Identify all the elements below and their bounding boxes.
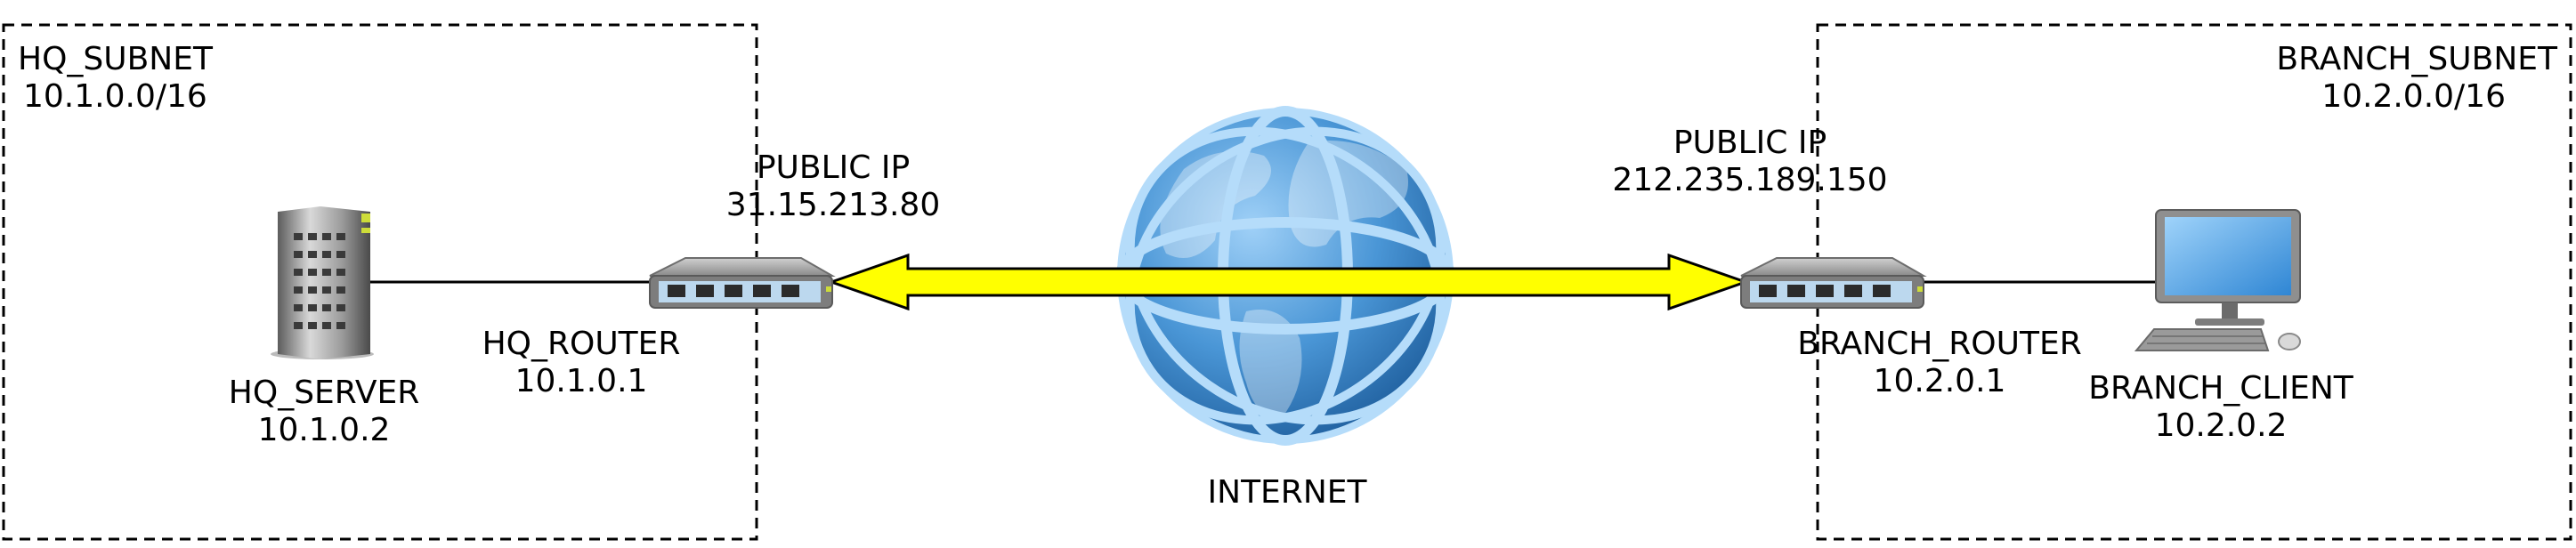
hq-subnet-cidr: 10.1.0.0/16 — [23, 78, 207, 115]
server-icon — [271, 206, 374, 359]
branch-client-ip: 10.2.0.2 — [2155, 407, 2288, 444]
hq-server-name: HQ_SERVER — [229, 375, 419, 411]
hq-router-ip: 10.1.0.1 — [515, 363, 648, 399]
branch-subnet-name: BRANCH_SUBNET — [2276, 41, 2558, 77]
hq-subnet-boundary — [2, 23, 758, 541]
hq-subnet-name: HQ_SUBNET — [18, 41, 214, 77]
branch-public-ip: 212.235.189.150 — [1612, 162, 1887, 198]
hq-public-ip-label: PUBLIC IP — [757, 149, 910, 186]
branch-client-name: BRANCH_CLIENT — [2088, 370, 2354, 407]
computer-icon — [2134, 209, 2301, 351]
branch-router-name: BRANCH_ROUTER — [1797, 326, 2081, 362]
branch-router-ip: 10.2.0.1 — [1874, 363, 2006, 399]
hq-server-ip: 10.1.0.2 — [258, 412, 391, 448]
hq-router-icon — [649, 257, 836, 309]
hq-public-ip: 31.15.213.80 — [726, 187, 940, 223]
branch-subnet-cidr: 10.2.0.0/16 — [2321, 78, 2506, 115]
internet-label: INTERNET — [1208, 474, 1368, 511]
branch-subnet-boundary — [1816, 23, 2572, 541]
branch-router-icon — [1740, 257, 1927, 309]
branch-public-ip-label: PUBLIC IP — [1673, 125, 1827, 161]
hq-router-name: HQ_ROUTER — [482, 326, 681, 362]
